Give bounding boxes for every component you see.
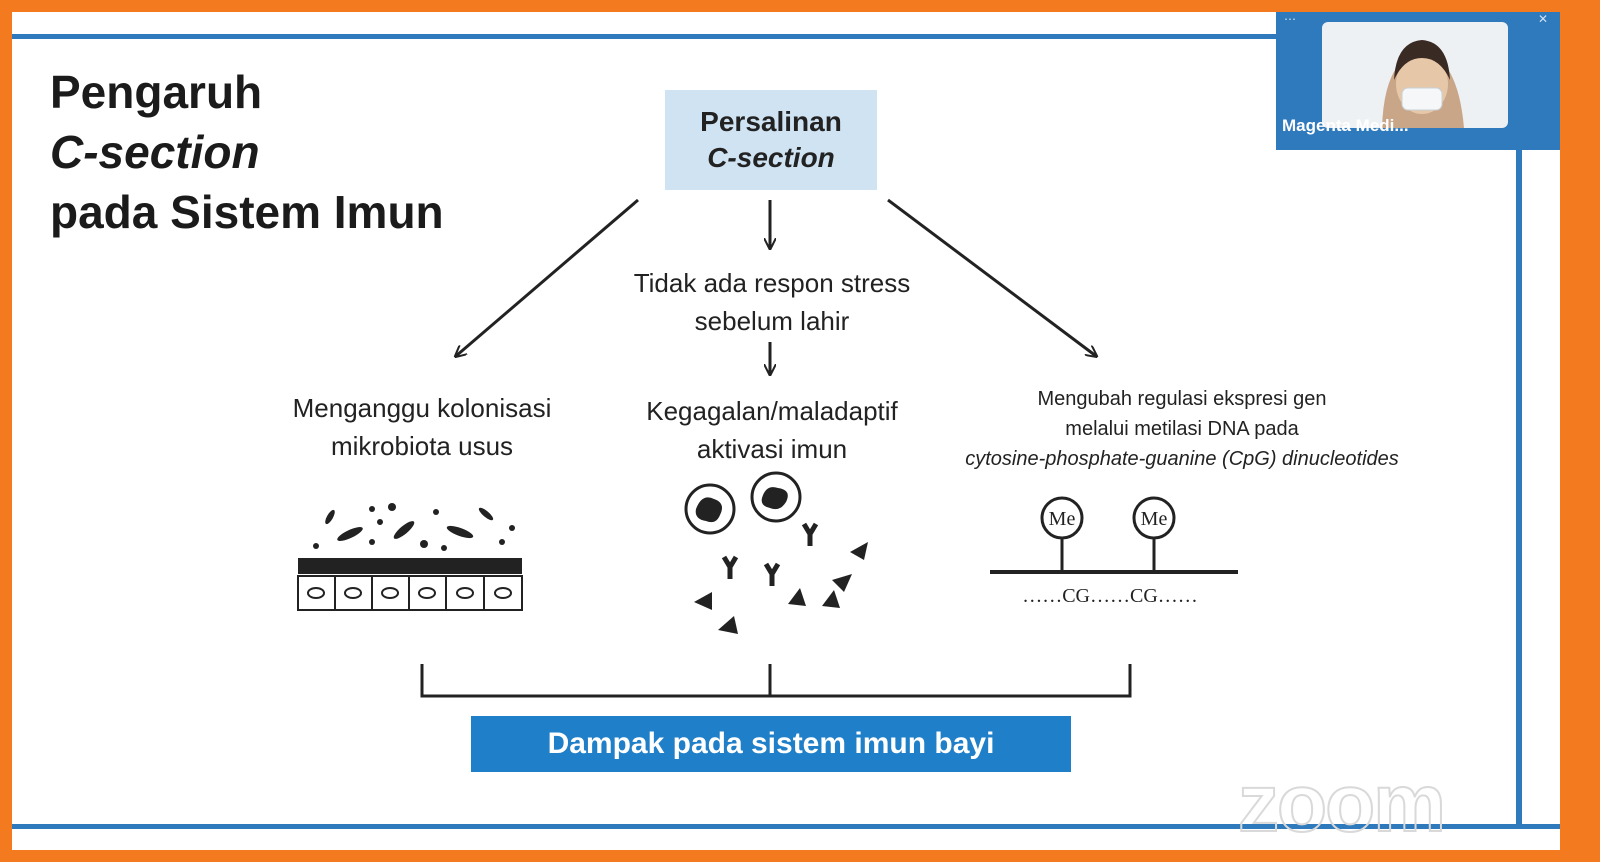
outcome-text: Dampak pada sistem imun bayi — [547, 727, 995, 760]
dna-methylation-text: Mengubah regulasi ekspresi gen melalui m… — [912, 384, 1452, 474]
outcome-bracket — [420, 664, 1132, 698]
slide-top-border — [12, 34, 1560, 39]
participant-avatar — [1382, 40, 1464, 128]
root-node-line-2: C-section — [707, 142, 835, 173]
middle-step-text: Tidak ada respon stress sebelum lahir — [572, 264, 972, 340]
immune-activation-line-2: aktivasi imun — [696, 434, 848, 464]
gut-epithelium-illustration — [297, 503, 523, 611]
slide-bottom-border — [12, 824, 1560, 829]
microbiota-line-2: mikrobiota usus — [330, 431, 514, 461]
dna-methylation-line-2: melalui metilasi DNA pada — [1065, 418, 1299, 440]
dna-methylation-illustration: Me Me ……CG……CG…… — [990, 496, 1238, 607]
tile-menu-icon[interactable]: ⋯ — [1284, 12, 1296, 26]
title-text: Pengaruh — [50, 66, 263, 118]
shared-screen: Pengaruh C-section pada Sistem Imun Pers… — [12, 12, 1560, 850]
flow-arrows — [456, 198, 1096, 374]
dna-methylation-line-1: Mengubah regulasi ekspresi gen — [1037, 388, 1327, 410]
root-node-line-1: Persalinan — [700, 106, 842, 137]
title-italic-text: C-section — [50, 126, 260, 178]
middle-step-line-2: sebelum lahir — [694, 306, 850, 336]
methyl-group-label-2: Me — [1141, 508, 1168, 530]
outcome-box: Dampak pada sistem imun bayi — [471, 716, 1071, 772]
slide-right-border — [1516, 34, 1522, 829]
immune-cells-illustration — [684, 471, 868, 634]
zoom-watermark: zoom — [1237, 757, 1447, 850]
slide-title: Pengaruh C-section pada Sistem Imun — [50, 62, 444, 242]
microbiota-text: Menganggu kolonisasi mikrobiota usus — [242, 389, 602, 465]
middle-step-line-1: Tidak ada respon stress — [633, 268, 911, 298]
dna-methylation-line-3: cytosine-phosphate-guanine (CpG) dinucle… — [965, 448, 1399, 470]
diagram-graphics: Me Me ……CG……CG…… — [297, 198, 1238, 698]
immune-activation-line-1: Kegagalan/maladaptif — [646, 396, 898, 426]
participant-name: Magenta Medi... — [1282, 116, 1409, 135]
dna-sequence-label: ……CG……CG…… — [1022, 585, 1198, 607]
root-node-box: Persalinan C-section — [665, 90, 877, 190]
arrow-to-methylation — [887, 198, 1096, 356]
tile-pin-icon[interactable]: ✕ — [1537, 12, 1548, 26]
microbiota-line-1: Menganggu kolonisasi — [292, 393, 552, 423]
participant-video-feed — [1322, 22, 1508, 128]
title-line-2: pada Sistem Imun — [50, 186, 444, 238]
participant-video-tile[interactable]: ⋯ ✕ Magenta Medi... — [1276, 12, 1560, 150]
arrow-to-microbiota — [456, 198, 639, 356]
methyl-group-label-1: Me — [1049, 508, 1076, 530]
immune-activation-text: Kegagalan/maladaptif aktivasi imun — [582, 392, 962, 468]
